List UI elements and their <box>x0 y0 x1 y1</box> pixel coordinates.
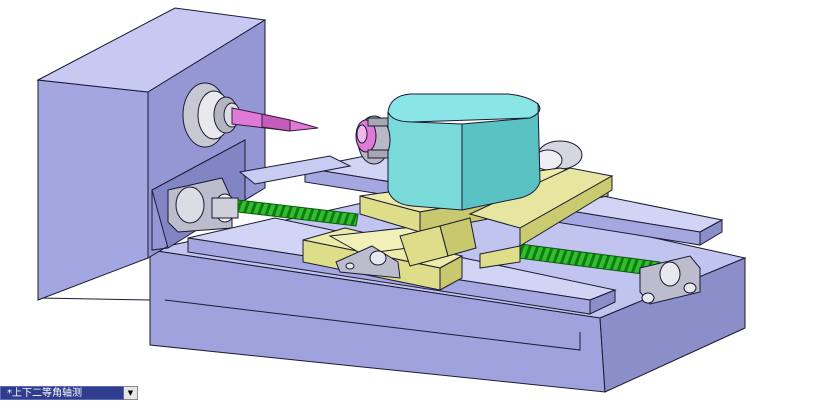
rear-bearing <box>533 140 583 171</box>
view-orientation-bar: *上下二等角轴测 ▼ <box>0 386 140 400</box>
cutting-tool <box>231 107 319 132</box>
cross-slide-saddle <box>302 223 472 291</box>
left-bearing-block <box>167 177 239 233</box>
head-chuck <box>355 115 391 165</box>
milling-head <box>387 93 541 211</box>
view-orientation-label[interactable]: *上下二等角轴测 <box>0 386 124 400</box>
right-bearing-block <box>639 255 701 305</box>
caret-down-icon[interactable]: ▼ <box>124 386 138 400</box>
